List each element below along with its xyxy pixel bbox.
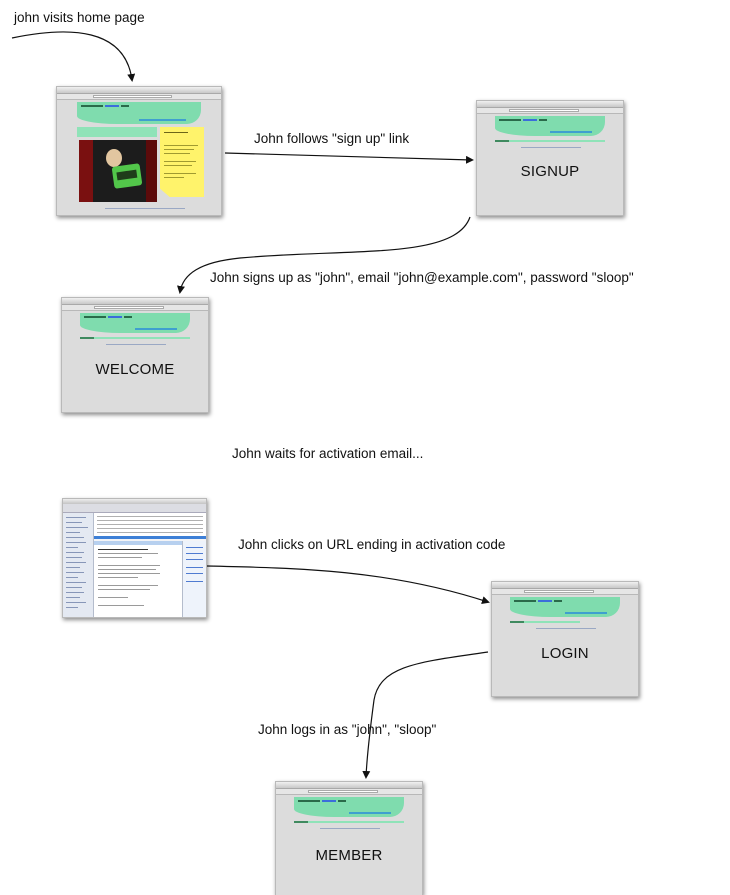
nav-strip xyxy=(495,140,605,142)
arrow-to-member xyxy=(362,651,489,779)
label-waits-email: John waits for activation email... xyxy=(232,446,424,461)
nav-strip xyxy=(294,821,404,823)
label-logs-in: John logs in as "john", "sloop" xyxy=(258,722,437,737)
site-banner xyxy=(77,102,201,124)
window-titlebar xyxy=(492,582,638,589)
label-visits-home: john visits home page xyxy=(14,10,145,25)
label-clicks-url: John clicks on URL ending in activation … xyxy=(238,537,506,552)
arrow-to-signup xyxy=(224,152,474,164)
page-footer xyxy=(536,628,596,629)
welcome-caption: WELCOME xyxy=(95,361,175,378)
window-toolbar xyxy=(57,94,221,100)
hero-photo xyxy=(79,140,157,202)
window-titlebar xyxy=(276,782,422,789)
page-footer xyxy=(320,828,380,829)
arrow-to-welcome xyxy=(177,216,471,294)
whats-this-note xyxy=(160,127,204,197)
mailbox-sidebar xyxy=(63,513,94,617)
nav-strip xyxy=(80,337,190,339)
member-caption: MEMBER xyxy=(315,847,383,864)
signup-caption: SIGNUP xyxy=(520,163,580,180)
member-page-thumbnail: MEMBER xyxy=(275,781,423,895)
mail-toolbar xyxy=(63,504,206,513)
message-body xyxy=(94,541,182,617)
login-caption: LOGIN xyxy=(541,645,589,662)
email-client-thumbnail xyxy=(62,498,207,618)
content-header xyxy=(77,127,157,137)
mail-side-panel xyxy=(182,541,206,617)
arrow-to-login xyxy=(206,565,490,604)
site-banner xyxy=(294,797,404,817)
mail-titlebar xyxy=(63,499,206,504)
page-footer xyxy=(106,344,166,345)
label-signs-up: John signs up as "john", email "john@exa… xyxy=(210,270,634,285)
home-page-thumbnail xyxy=(56,86,222,216)
nav-strip xyxy=(510,621,580,623)
login-page-thumbnail: LOGIN xyxy=(491,581,639,697)
site-banner xyxy=(495,116,605,136)
signup-page-thumbnail: SIGNUP xyxy=(476,100,624,216)
window-toolbar xyxy=(492,589,638,595)
page-footer xyxy=(105,208,185,209)
welcome-page-thumbnail: WELCOME xyxy=(61,297,209,413)
site-banner xyxy=(510,597,620,617)
window-titlebar xyxy=(62,298,208,305)
window-toolbar xyxy=(276,789,422,795)
window-toolbar xyxy=(62,305,208,311)
label-follows-signup: John follows "sign up" link xyxy=(254,131,410,146)
arrow-visit-home xyxy=(11,31,136,82)
window-titlebar xyxy=(477,101,623,108)
window-toolbar xyxy=(477,108,623,114)
page-footer xyxy=(521,147,581,148)
window-titlebar xyxy=(57,87,221,94)
message-list xyxy=(94,513,206,539)
site-banner xyxy=(80,313,190,333)
